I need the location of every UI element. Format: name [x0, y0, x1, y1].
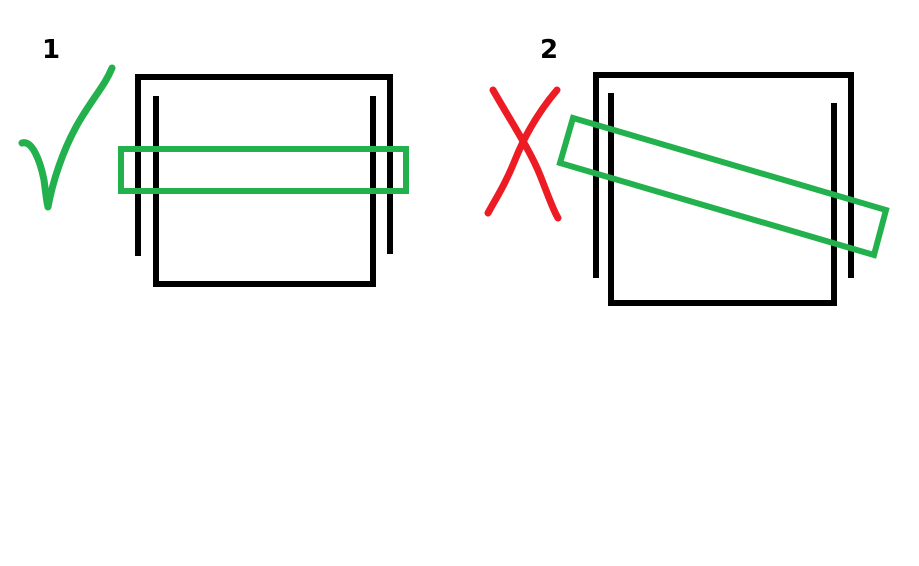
panel-2: 2 [484, 35, 890, 306]
inner-frame [608, 93, 837, 306]
check-icon [18, 64, 116, 211]
aligned-bar [118, 146, 409, 194]
panel-1: 1 [18, 35, 409, 287]
tilted-bar [556, 114, 890, 259]
cross-icon [484, 86, 562, 222]
panel-label: 1 [42, 35, 60, 65]
panel-label: 2 [540, 35, 558, 65]
outer-frame [593, 72, 854, 278]
outer-frame [135, 74, 393, 256]
